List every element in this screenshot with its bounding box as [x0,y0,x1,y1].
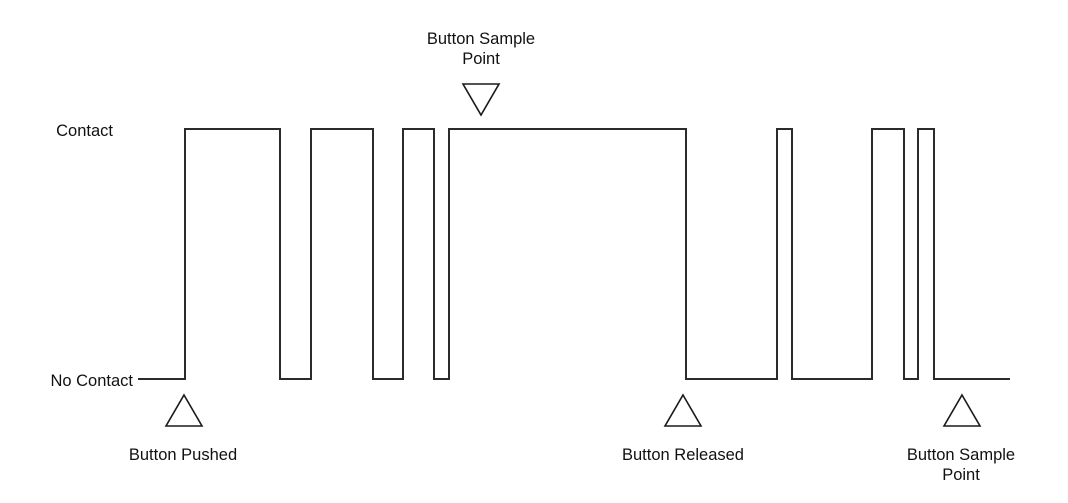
sample-point-top-label-line2: Point [462,50,500,68]
axis-label-contact: Contact [56,122,113,140]
sample-point-bottom-label-line2: Point [942,466,980,484]
sample-point-top-label-line1: Button Sample [427,30,535,48]
annotation-button-pushed: Button Pushed [129,393,237,464]
sample-point-bottom-label-line1: Button Sample [907,446,1015,464]
button-contact-waveform [138,128,1010,380]
triangle-up-icon-released [663,393,703,427]
triangle-up-icon-sample [942,393,982,427]
annotation-button-released: Button Released [622,393,744,464]
annotation-sample-point-bottom: Button Sample Point [907,393,1015,484]
button-pushed-label: Button Pushed [129,446,237,464]
button-released-label: Button Released [622,446,744,464]
triangle-down-icon [461,83,501,117]
annotation-sample-point-top: Button Sample Point [427,30,535,117]
axis-label-no-contact: No Contact [50,372,133,390]
triangle-up-icon-pushed [164,393,204,427]
